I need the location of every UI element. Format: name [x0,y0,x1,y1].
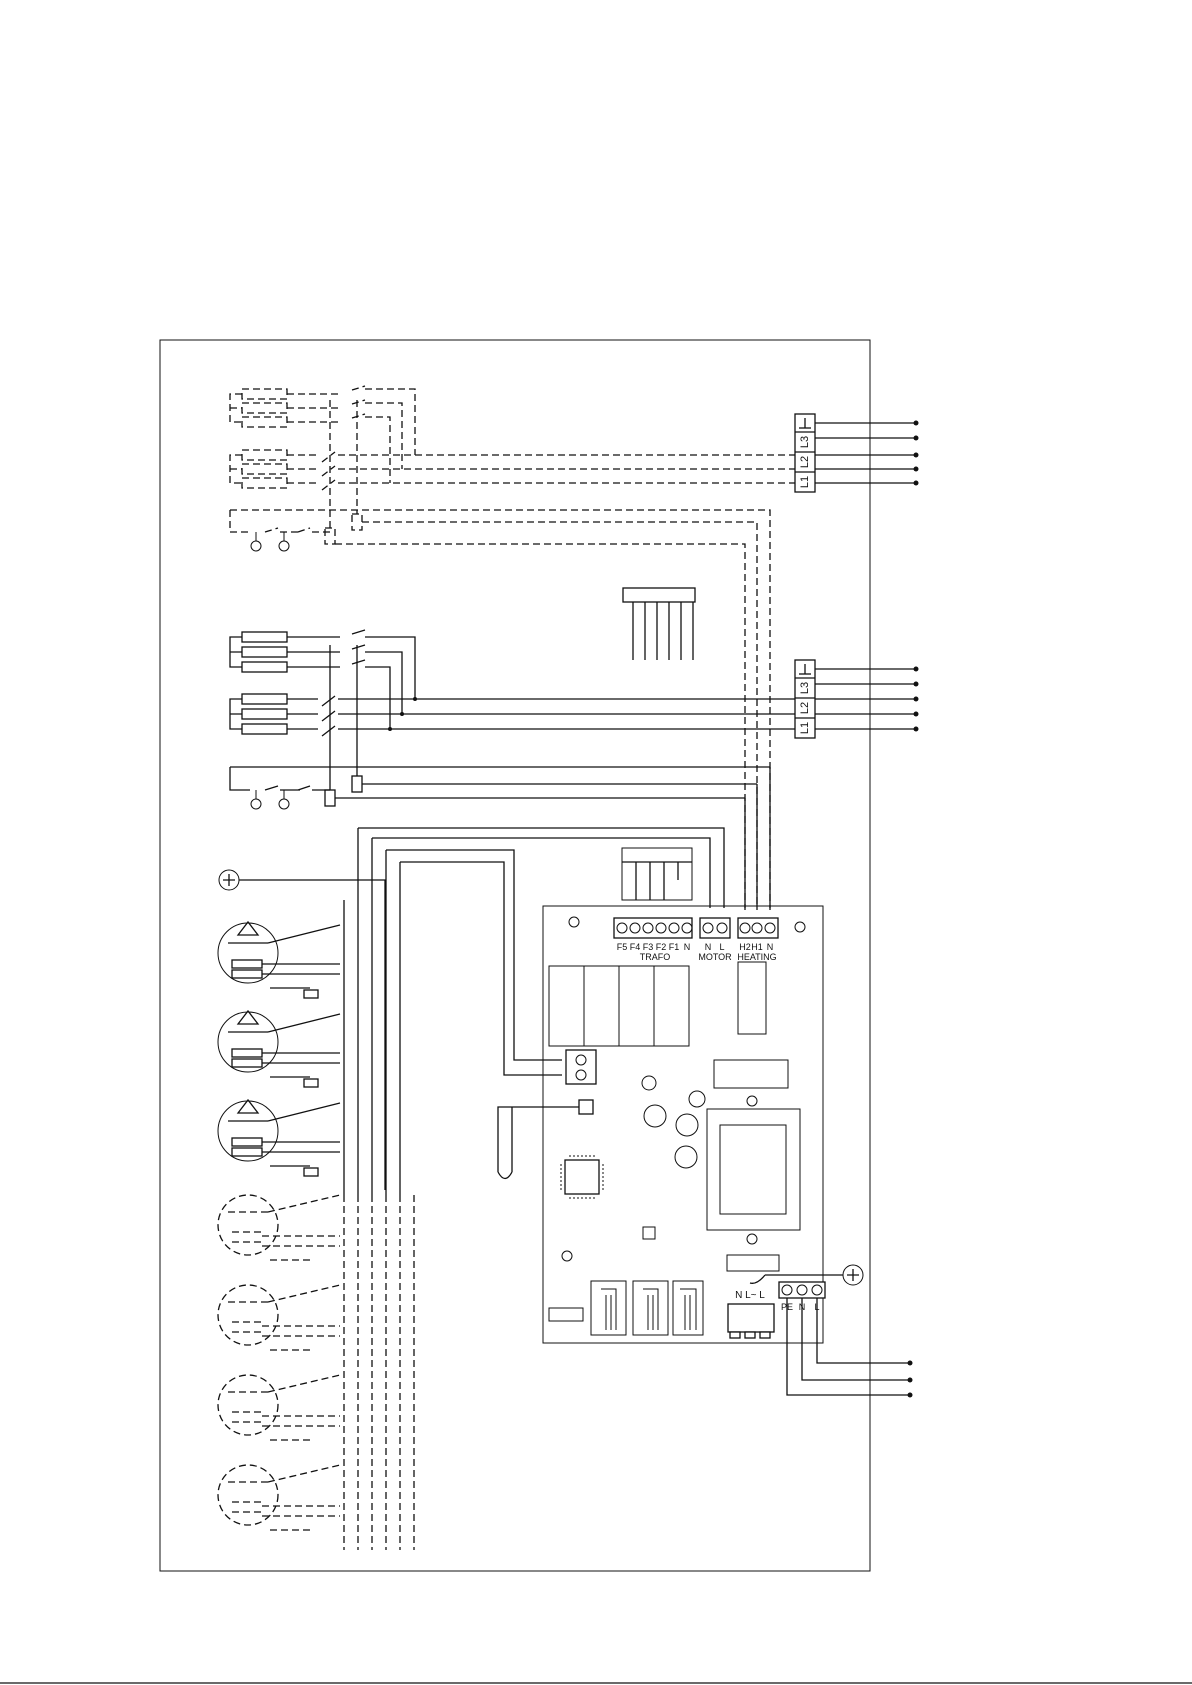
terminal-block-middle: L3 L2 L1 [795,660,919,738]
fan-motor-3 [218,1100,340,1176]
control-board: F5 F4 F3 F2 F1 N TRAFO N L MOTOR H2 H1 N… [498,848,863,1343]
fan-motor-2 [218,1011,340,1087]
terminal-label: L [719,942,724,952]
terminal-label: L2 [799,456,811,468]
terminal-label: L3 [799,436,811,448]
heater-group-main [230,630,800,809]
terminal-label: N [684,942,691,952]
terminal-label: F5 [617,942,628,952]
terminal-block-top: L3 L2 L1 [795,414,919,492]
fan-motor-1 [218,922,340,998]
microcontroller [561,1156,603,1198]
heating-label: HEATING [737,952,776,962]
heating-terminals: H2 H1 N HEATING [737,918,778,962]
fan-motor-optional-2 [218,1285,340,1350]
trafo-terminals: F5 F4 F3 F2 F1 N TRAFO [614,918,692,962]
terminal-label: N [705,942,712,952]
terminal-label: H2 [739,942,751,952]
terminal-label: F3 [643,942,654,952]
terminal-label: L1 [799,476,811,488]
terminal-label: N [767,942,774,952]
fan-motor-optional-1 [218,1195,340,1260]
trafo-label: TRAFO [640,952,671,962]
terminal-label: F2 [656,942,667,952]
fan-motor-optional-4 [218,1465,340,1530]
terminal-label: H1 [751,942,763,952]
motor-label: MOTOR [698,952,732,962]
motor-terminals: N L MOTOR [698,918,732,962]
terminal-label: F4 [630,942,641,952]
power-connector: N L~ L [728,1290,774,1338]
connector-label: N L~ L [735,1290,765,1301]
fan-motor-optional-3 [218,1375,340,1440]
terminal-label: L3 [799,682,811,694]
optional-heater-group-top [230,386,800,910]
terminal-label: L1 [799,722,811,734]
terminal-label: F1 [669,942,680,952]
terminal-label: L2 [799,702,811,714]
connector-fanout [623,588,695,660]
